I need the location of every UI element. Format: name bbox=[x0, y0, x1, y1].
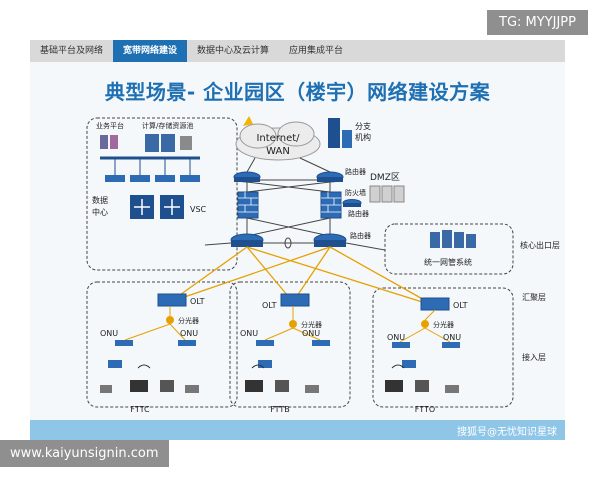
watermark-top: TG: MYYJJPP bbox=[487, 10, 588, 35]
dmz-label: DMZ区 bbox=[370, 172, 400, 183]
firewall-icon bbox=[237, 191, 259, 219]
splitter-icon bbox=[166, 316, 429, 328]
olt-label-3: OLT bbox=[453, 301, 468, 310]
ftto-label: FTTO bbox=[415, 405, 435, 414]
tab-datacenter[interactable]: 数据中心及云计算 bbox=[197, 46, 270, 56]
page-title: 典型场景- 企业园区（楼宇）网络建设方案 bbox=[104, 80, 491, 104]
nms-box bbox=[384, 223, 514, 275]
firewall-icon bbox=[320, 191, 342, 219]
router-top-label: 路由器 bbox=[345, 167, 366, 176]
onu-label-3b: ONU bbox=[443, 333, 461, 342]
vsc-label: VSC bbox=[190, 205, 207, 214]
olt-label-2: OLT bbox=[262, 301, 277, 310]
fttc-label: FTTC bbox=[130, 405, 150, 414]
olt-icon bbox=[157, 293, 450, 311]
router-core-label: 路由器 bbox=[350, 231, 371, 240]
fttb-box bbox=[229, 281, 351, 408]
internet-cloud bbox=[235, 121, 321, 161]
fttc-box bbox=[86, 281, 238, 408]
tab-basic-platform[interactable]: 基础平台及网络 bbox=[40, 46, 104, 56]
wan-label: WAN bbox=[266, 146, 290, 157]
branch-label-2: 机构 bbox=[355, 132, 371, 142]
router-icon bbox=[233, 171, 261, 183]
datacenter-box bbox=[86, 117, 238, 271]
network-diagram: Internet/ WAN 分支 机构 路由器 防火墙 DMZ区 bbox=[86, 116, 560, 414]
onu-icon bbox=[115, 340, 460, 348]
splitter-label-1: 分光器 bbox=[178, 316, 199, 325]
olt-label-1: OLT bbox=[190, 297, 205, 306]
dc-label-1: 数据 bbox=[92, 195, 108, 205]
tab-broadband[interactable]: 宽带网络建设 bbox=[113, 40, 188, 62]
dc-label-2: 中心 bbox=[92, 207, 108, 217]
drop-fibers bbox=[124, 306, 451, 343]
watermark-bottom: www.kaiyunsignin.com bbox=[0, 440, 169, 467]
core-switch-icon bbox=[130, 195, 184, 219]
splitter-label-2: 分光器 bbox=[301, 320, 322, 329]
onu-label-1b: ONU bbox=[180, 329, 198, 338]
core-layer-label: 核心出口层 bbox=[520, 240, 560, 250]
branch-label-1: 分支 bbox=[355, 121, 371, 131]
switch-icon bbox=[105, 175, 200, 182]
internet-label: Internet/ bbox=[256, 133, 300, 144]
wifi-icon bbox=[137, 364, 405, 369]
nms-label: 统一网管系统 bbox=[424, 257, 472, 267]
core-router-icon bbox=[230, 233, 264, 247]
tab-bar: 基础平台及网络 宽带网络建设 数据中心及云计算 应用集成平台 bbox=[30, 40, 565, 62]
firewall-label: 防火墙 bbox=[345, 188, 366, 197]
footer-credit: 搜狐号@无忧知识星球 bbox=[457, 427, 557, 438]
server-rack-icon bbox=[369, 185, 405, 203]
onu-label-2b: ONU bbox=[302, 329, 320, 338]
fttb-label: FTTB bbox=[270, 405, 290, 414]
ftto-box bbox=[372, 287, 514, 408]
footer-bar: 搜狐号@无忧知识星球 bbox=[30, 420, 565, 440]
lightning-icon bbox=[243, 116, 253, 126]
tab-app-integration[interactable]: 应用集成平台 bbox=[289, 46, 344, 56]
endpoint-devices bbox=[100, 360, 459, 393]
biz-platform-label: 业务平台 bbox=[96, 121, 124, 130]
fiber-links bbox=[169, 246, 436, 307]
compute-pool-label: 计算/存储资源池 bbox=[142, 121, 193, 130]
core-router-icon bbox=[313, 233, 347, 247]
branch-building-icon bbox=[328, 118, 352, 148]
router-icon bbox=[342, 199, 362, 207]
nms-server-icon bbox=[430, 230, 476, 248]
router-dmz-label: 路由器 bbox=[348, 209, 369, 218]
server-icon bbox=[100, 134, 192, 152]
router-icon bbox=[316, 171, 344, 183]
agg-layer-label: 汇聚层 bbox=[522, 293, 546, 302]
onu-label-1a: ONU bbox=[100, 329, 118, 338]
access-layer-label: 接入层 bbox=[522, 352, 546, 362]
onu-label-2a: ONU bbox=[240, 329, 258, 338]
splitter-label-3: 分光器 bbox=[433, 320, 454, 329]
onu-label-3a: ONU bbox=[387, 333, 405, 342]
